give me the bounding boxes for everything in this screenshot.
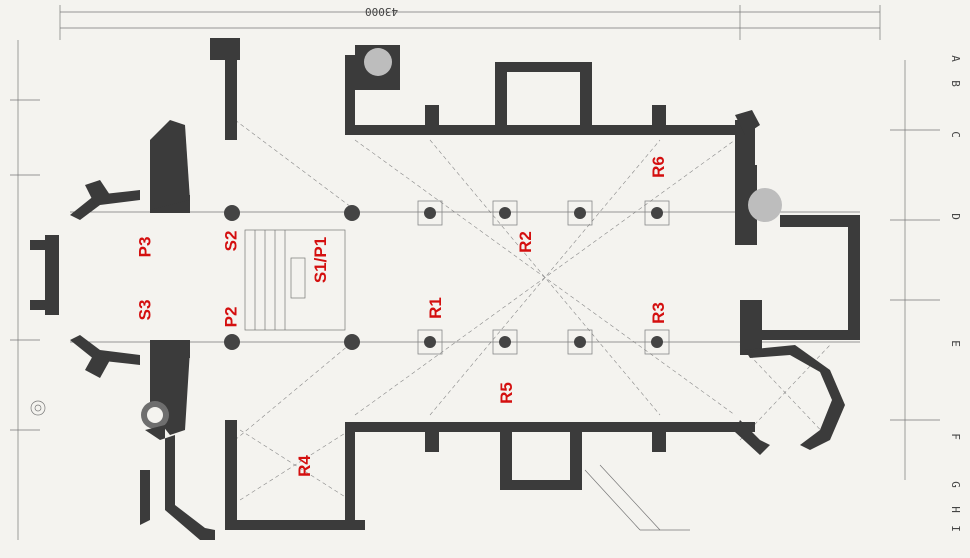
label-r4: R4	[294, 455, 314, 477]
axis-letter-h: H	[948, 506, 962, 513]
columns	[224, 200, 670, 355]
label-r5: R5	[496, 382, 516, 404]
west-block	[141, 38, 365, 530]
top-dimension-label: 43000	[365, 5, 399, 18]
label-p2: P2	[221, 306, 241, 328]
axis-letter-d: D	[948, 213, 962, 220]
label-r2: R2	[515, 231, 535, 253]
label-p3: P3	[135, 236, 155, 258]
entrance-path	[584, 464, 690, 531]
axis-letter-c: C	[948, 131, 962, 138]
label-r3: R3	[648, 302, 668, 324]
axis-letter-i: I	[948, 525, 962, 532]
axis-letter-f: F	[948, 433, 962, 440]
axis-letter-g: G	[948, 481, 962, 488]
south-wall	[345, 422, 755, 527]
gallery-stairs	[244, 229, 346, 331]
nw-tower	[355, 45, 400, 90]
axis-letter-e: E	[948, 340, 962, 347]
label-s2: S2	[221, 230, 241, 252]
north-wall	[345, 55, 755, 170]
right-dimension-lines	[890, 60, 940, 480]
label-s1-p1: S1/P1	[311, 236, 331, 284]
axis-letter-a: A	[948, 55, 962, 62]
left-dimension-lines	[10, 40, 40, 540]
east-end	[735, 110, 860, 455]
west-apse	[30, 180, 140, 378]
axis-letter-b: B	[948, 80, 962, 87]
label-r6: R6	[648, 156, 668, 178]
sw-chapel	[140, 425, 215, 540]
compass-mark	[30, 400, 46, 416]
label-s3: S3	[135, 299, 155, 321]
label-r1: R1	[425, 297, 445, 319]
top-dimension-lines	[59, 5, 881, 40]
